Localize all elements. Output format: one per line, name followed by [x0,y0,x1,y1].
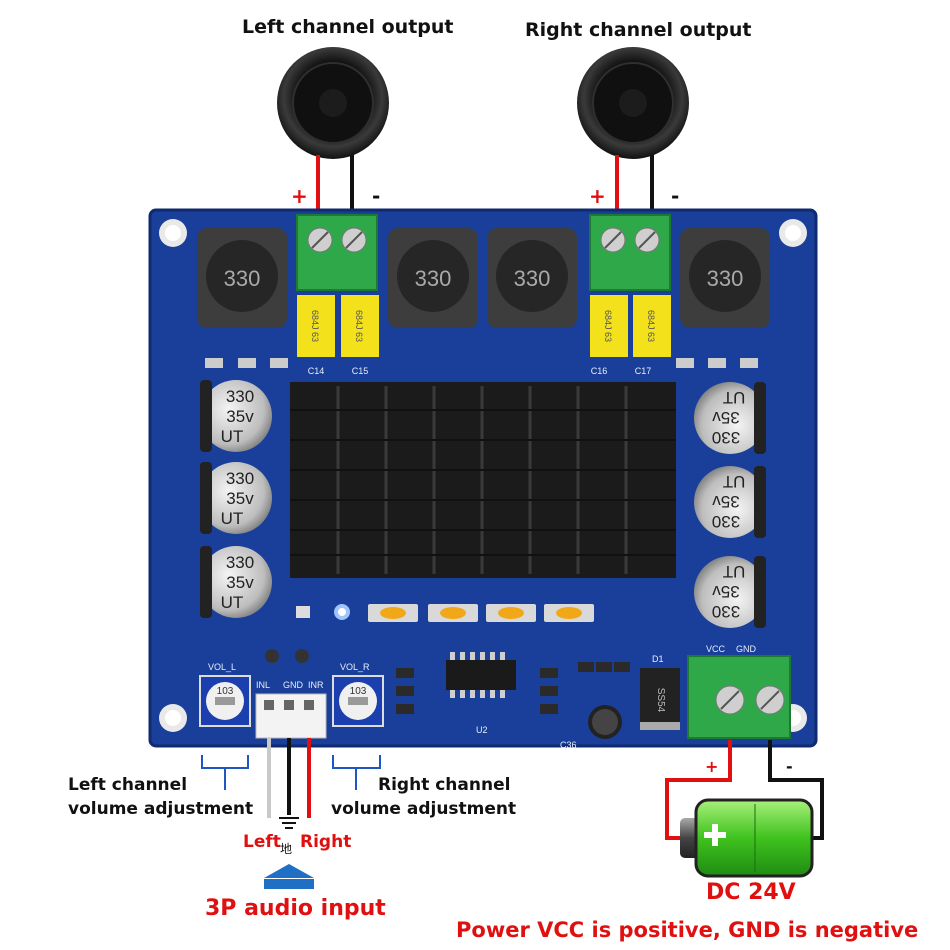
right-plus-sign: + [589,184,606,208]
ground-symbol-icon [279,817,299,829]
svg-text:35v: 35v [226,407,254,426]
left-plus-sign: + [291,184,308,208]
power-note-label: Power VCC is positive, GND is negative [456,918,919,942]
audio-input-label: 3P audio input [205,896,386,921]
volume-brackets [201,755,381,790]
left-volume-label-line2: volume adjustment [68,799,254,819]
svg-text:UT: UT [723,388,746,407]
svg-text:35v: 35v [712,492,740,511]
svg-text:VCC: VCC [706,644,726,654]
left-volume-pot: 103 VOL_L [199,662,251,727]
power-terminal: VCC GND [687,644,791,739]
up-arrow-icon [264,864,314,889]
svg-text:VOL_R: VOL_R [340,662,370,672]
svg-text:684J 63: 684J 63 [354,310,364,342]
input-right-label: Right [300,832,352,852]
battery-minus-sign: - [786,757,793,776]
svg-text:330: 330 [226,469,254,488]
left-volume-label-line1: Left channel [68,775,188,795]
svg-text:U2: U2 [476,725,488,735]
battery-plus-sign: + [705,757,719,776]
right-volume-label-line2: volume adjustment [331,799,517,819]
svg-text:C36: C36 [560,740,577,750]
svg-text:684J 63: 684J 63 [310,310,320,342]
svg-text:INR: INR [308,680,324,690]
electrolytic-capacitors-right: 330 35v UT 330 35v UT 330 35v UT [694,382,766,628]
svg-text:330: 330 [514,266,551,291]
dc-voltage-label: DC 24V [706,880,796,905]
right-output-terminal [589,214,671,291]
svg-text:103: 103 [350,686,367,697]
right-volume-label-line1: Right channel [378,775,511,795]
left-minus-sign: - [372,184,381,208]
svg-text:UT: UT [221,509,244,528]
led-and-smd-parts [205,358,758,622]
svg-text:UT: UT [723,472,746,491]
svg-text:UT: UT [723,562,746,581]
diode-d1: SS54 D1 [640,654,680,730]
svg-text:103: 103 [217,686,234,697]
svg-text:SS54: SS54 [655,688,666,713]
inductor-marking: 330 [224,266,261,291]
svg-text:GND: GND [736,644,757,654]
svg-text:330: 330 [226,387,254,406]
left-output-terminal [296,214,378,291]
svg-text:330: 330 [415,266,452,291]
right-output-label: Right channel output [525,19,752,41]
svg-text:330: 330 [707,266,744,291]
input-wires [267,738,311,829]
inductors: 330 330 330 330 [197,228,770,328]
left-speaker-icon [277,47,389,159]
svg-text:35v: 35v [226,489,254,508]
svg-text:35v: 35v [712,408,740,427]
smd-resistors [396,662,630,714]
svg-text:VOL_L: VOL_L [208,662,236,672]
input-left-label: Left [243,832,281,852]
right-volume-pot: 103 VOL_R [332,662,384,727]
svg-text:INL: INL [256,680,270,690]
svg-text:684J 63: 684J 63 [646,310,656,342]
svg-text:35v: 35v [226,573,254,592]
film-capacitors: 684J 63 684J 63 684J 63 684J 63 C14 C15 … [297,295,671,376]
svg-text:35v: 35v [712,582,740,601]
heatsink [290,382,676,578]
electrolytic-capacitors-left: 330 35v UT 330 35v UT 330 35v UT [200,380,272,618]
svg-text:330: 330 [712,428,740,447]
svg-text:UT: UT [221,427,244,446]
battery-icon [680,798,814,878]
svg-text:C15: C15 [352,366,369,376]
speaker-wires [316,155,654,218]
audio-input-header: INL GND INR [255,649,327,739]
power-wires [665,740,824,840]
input-ground-label: 地 [280,842,293,856]
svg-text:C14: C14 [308,366,325,376]
right-speaker-icon [577,47,689,159]
svg-text:C17: C17 [635,366,652,376]
chip-u2: U2 [446,652,516,735]
svg-text:GND: GND [283,680,304,690]
left-output-label: Left channel output [242,16,454,38]
svg-text:UT: UT [221,593,244,612]
svg-text:330: 330 [712,602,740,621]
svg-text:C16: C16 [591,366,608,376]
svg-text:330: 330 [226,553,254,572]
svg-text:330: 330 [712,512,740,531]
svg-text:D1: D1 [652,654,664,664]
right-minus-sign: - [671,184,680,208]
svg-text:684J 63: 684J 63 [603,310,613,342]
capacitor-c36: C36 [560,705,622,750]
